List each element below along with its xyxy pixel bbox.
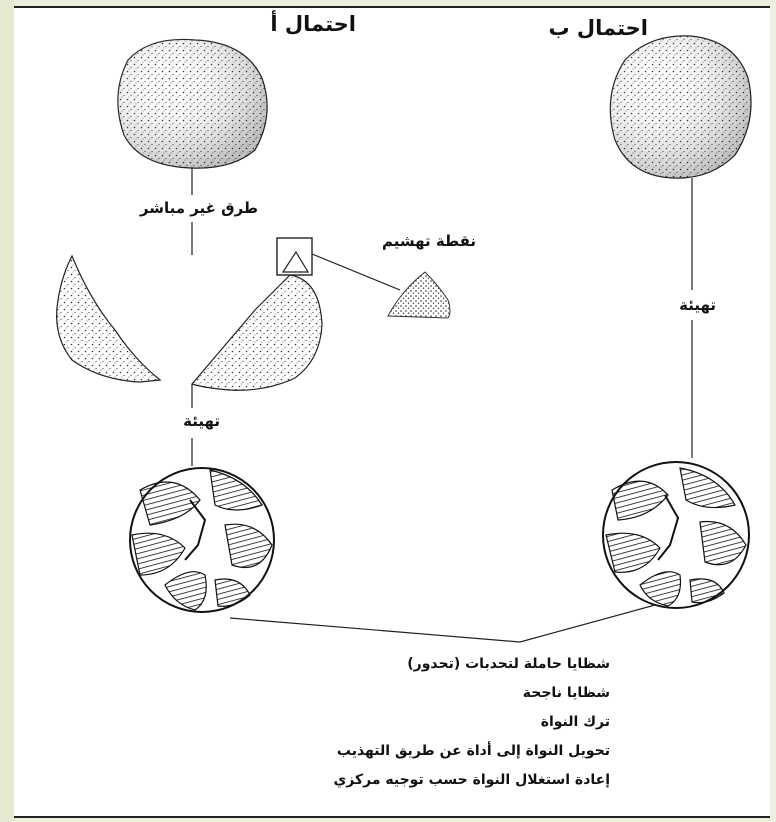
striking-point-enlarged bbox=[388, 272, 450, 318]
prepared-core-b bbox=[603, 462, 749, 608]
nodule-a bbox=[118, 39, 267, 168]
zoom-connector bbox=[312, 254, 400, 290]
legend-line-1: شظايا حاملة لتحدبات (تحدور) bbox=[407, 656, 610, 672]
converge-line-a bbox=[230, 618, 520, 642]
legend-line-4: تحويل النواة إلى أداة عن طريق التهذيب bbox=[337, 743, 610, 759]
label-preparation-b: تهيئة bbox=[679, 296, 716, 314]
converge-line-b bbox=[520, 605, 655, 642]
legend-line-2: شظايا ناجحة bbox=[523, 685, 610, 701]
legend-line-3: ترك النواة bbox=[541, 714, 610, 730]
prepared-core-a bbox=[130, 468, 274, 612]
title-possibility-a: احتمال أ bbox=[270, 12, 356, 36]
split-half-left bbox=[57, 256, 160, 382]
label-striking-point: نقطة تهشيم bbox=[382, 232, 476, 250]
nodule-b bbox=[610, 36, 751, 178]
label-preparation-a: تهيئة bbox=[183, 412, 220, 430]
legend-line-5: إعادة استغلال النواة حسب توجيه مركزي bbox=[333, 772, 610, 788]
label-indirect-method: طرق غير مباشر bbox=[140, 199, 258, 217]
title-possibility-b: احتمال ب bbox=[548, 16, 648, 40]
split-half-right bbox=[192, 275, 322, 390]
